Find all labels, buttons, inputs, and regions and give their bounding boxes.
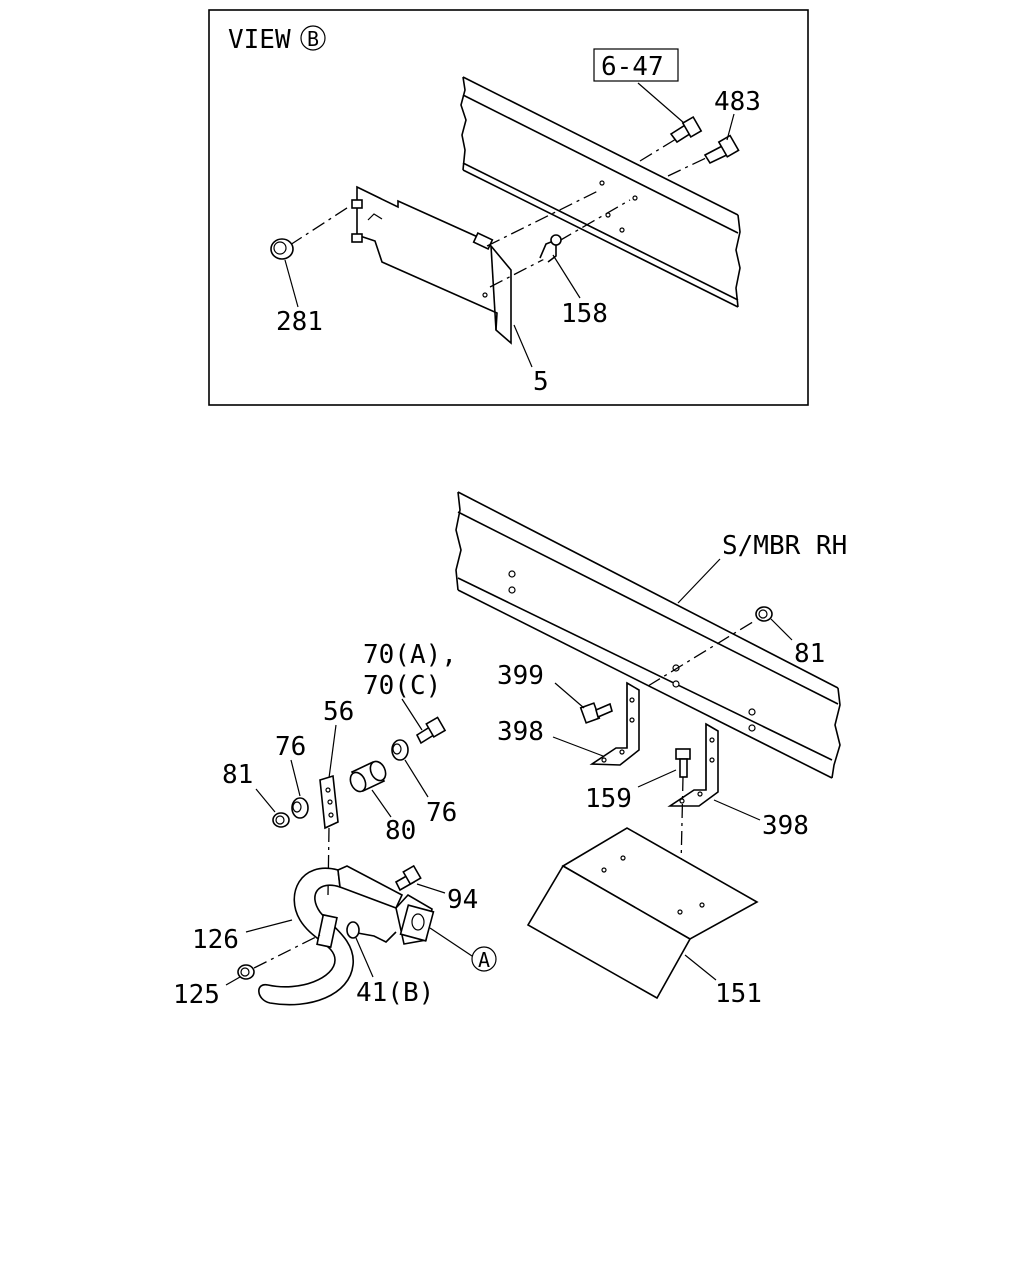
label-smbr-rh: S/MBR RH: [722, 531, 847, 561]
bolt-6-47: [639, 115, 703, 162]
spacer-76-right: [391, 739, 409, 761]
view-b-title: VIEW: [228, 25, 291, 55]
label-5: 5: [533, 367, 549, 397]
leader-81-left: [255, 788, 276, 813]
leader-70: [401, 698, 423, 731]
leader-56: [328, 724, 337, 779]
label-70a: 70(A),: [363, 640, 457, 670]
leader-399: [554, 682, 585, 709]
bolt-159: [675, 748, 691, 778]
view-a-circle: [471, 946, 497, 972]
axis-158-top: [558, 199, 631, 242]
leader-151: [684, 954, 717, 981]
axis-81-right: [647, 619, 757, 687]
clamp-plate-56: [319, 774, 339, 830]
leader-281: [284, 259, 299, 308]
clamp-41b: [316, 913, 360, 949]
spacer-76-left: [291, 797, 309, 819]
bolt-483: [667, 134, 740, 177]
label-281: 281: [276, 307, 323, 337]
studs: [351, 199, 363, 243]
leader-159: [637, 769, 677, 788]
bracket-398-left: [589, 681, 640, 766]
label-159: 159: [585, 784, 632, 814]
label-94: 94: [447, 885, 478, 915]
bracket-398-right: [667, 722, 719, 807]
bolt-70: [415, 716, 447, 745]
view-b-letter: B: [307, 27, 319, 51]
label-81-right: 81: [794, 639, 825, 669]
sleeve-80: [349, 760, 387, 793]
label-41b: 41(B): [356, 978, 434, 1008]
label-76-right: 76: [426, 798, 457, 828]
pipe-126: [258, 865, 435, 1006]
bolt-94: [394, 864, 422, 892]
axis-281: [289, 205, 351, 246]
label-483: 483: [714, 87, 761, 117]
view-b-circle: [300, 25, 326, 51]
leader-80: [371, 789, 392, 818]
leader-smbr: [677, 558, 721, 604]
plate-151: [526, 827, 759, 1000]
label-56: 56: [323, 697, 354, 727]
bracket-5: [356, 185, 512, 345]
leader-398-right: [713, 799, 761, 821]
label-126: 126: [192, 925, 239, 955]
label-76-left: 76: [275, 732, 306, 762]
label-398-left: 398: [497, 717, 544, 747]
ref-box-6-47: [593, 48, 679, 82]
leader-5: [513, 324, 533, 368]
nut-81-left: [272, 812, 290, 828]
bolt-399: [579, 702, 613, 724]
label-399: 399: [497, 661, 544, 691]
leader-81-right: [770, 618, 793, 641]
leader-483: [726, 113, 735, 141]
leader-6-47: [637, 82, 685, 124]
nut-281: [270, 238, 294, 260]
leader-76-right: [404, 759, 429, 798]
label-80: 80: [385, 816, 416, 846]
leader-398-left: [552, 736, 604, 757]
axis-125: [253, 934, 321, 969]
label-70c: 70(C): [363, 671, 441, 701]
side-member-rh: [455, 491, 841, 779]
nut-81-right: [755, 606, 773, 622]
label-151: 151: [715, 979, 762, 1009]
leader-view-a: [429, 927, 473, 957]
ref-box-label: 6-47: [601, 52, 664, 82]
frame-rail-view-b: [460, 76, 741, 308]
leader-126: [245, 919, 293, 933]
leader-76-left: [290, 759, 301, 797]
label-158: 158: [561, 299, 608, 329]
nut-125: [237, 964, 255, 980]
leader-41b: [355, 937, 374, 978]
leader-125: [225, 976, 241, 986]
view-a-letter: A: [478, 948, 490, 972]
label-398-right: 398: [762, 811, 809, 841]
axis-bracket: [486, 189, 601, 247]
leader-158: [552, 254, 581, 299]
view-b-frame: [208, 9, 809, 406]
clip-158: [539, 234, 562, 263]
label-81-left: 81: [222, 760, 253, 790]
label-125: 125: [173, 980, 220, 1010]
leader-94: [416, 883, 446, 894]
